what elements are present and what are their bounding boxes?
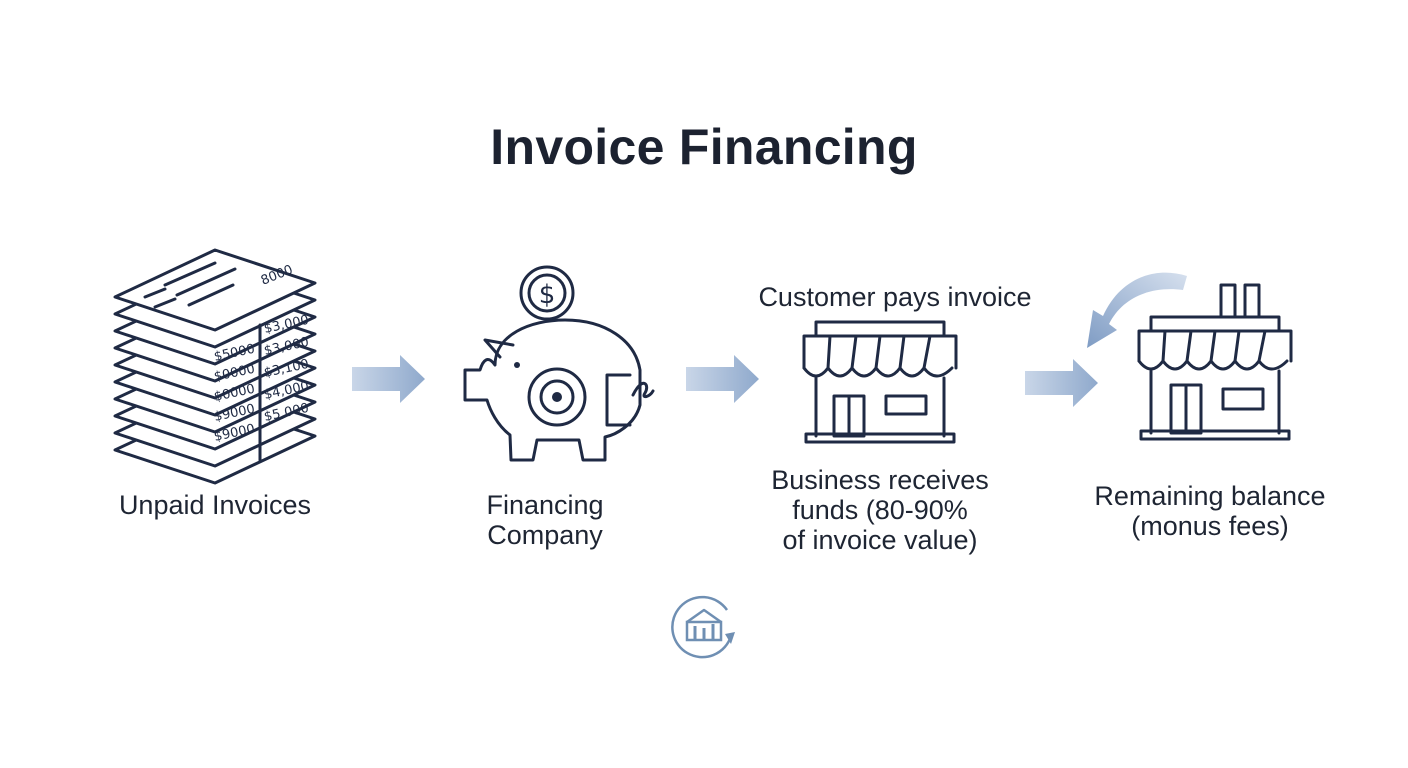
customer-pays-label: Customer pays invoice bbox=[758, 282, 1032, 312]
arrow-right-icon bbox=[352, 355, 425, 403]
unpaid-invoices-label: Unpaid Invoices bbox=[70, 490, 360, 520]
bank-cycle-icon bbox=[671, 595, 735, 659]
remaining-balance-label: Remaining balance (monus fees) bbox=[1070, 481, 1350, 541]
arrow-right-icon bbox=[686, 355, 759, 403]
curved-arrow-icon bbox=[1087, 272, 1187, 348]
label-line: of invoice value) bbox=[782, 525, 978, 555]
business-receives-label: Business receives funds (80-90% of invoi… bbox=[740, 465, 1020, 555]
label-line: Financing bbox=[486, 490, 604, 520]
label-line: funds (80-90% bbox=[792, 495, 968, 525]
arrow-right-icon bbox=[1025, 359, 1098, 407]
label-line: Company bbox=[487, 520, 603, 550]
factory-store-icon bbox=[1137, 283, 1293, 441]
coin-symbol: $ bbox=[539, 280, 556, 310]
storefront-icon bbox=[802, 320, 958, 444]
financing-company-label: Financing Company bbox=[420, 490, 670, 550]
piggy-bank-icon: $ bbox=[463, 265, 655, 462]
label-line: Business receives bbox=[771, 465, 989, 495]
label-line: (monus fees) bbox=[1131, 511, 1289, 541]
diagram-title: Invoice Financing bbox=[490, 119, 918, 175]
label-line: Remaining balance bbox=[1094, 481, 1326, 511]
invoice-stack-icon: 8000 $5000$0000$0000$9000$9000 $3,000$3,… bbox=[113, 248, 317, 485]
label-line: Unpaid Invoices bbox=[118, 490, 312, 520]
